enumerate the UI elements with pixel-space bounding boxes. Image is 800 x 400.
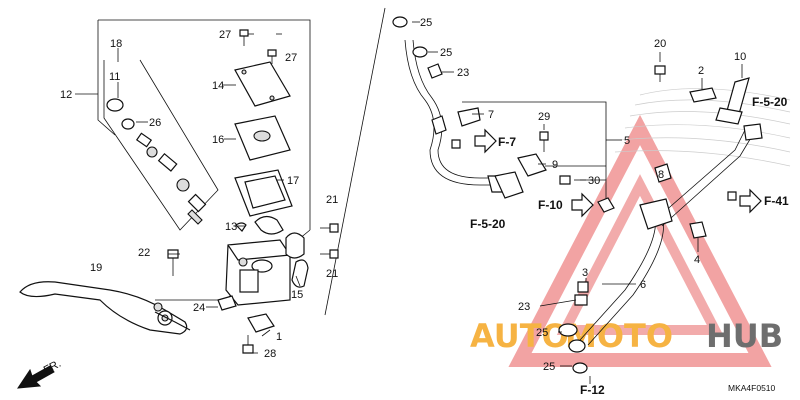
ref-f7: F-7 — [498, 135, 516, 149]
part-22: 22 — [138, 247, 150, 259]
part-14: 14 — [212, 80, 224, 92]
part-8: 8 — [658, 169, 664, 181]
part-27b: 27 — [285, 52, 297, 64]
front-label: FR. — [42, 358, 63, 377]
ref-f520-left: F-5-20 — [470, 217, 506, 231]
leader-lines — [75, 21, 743, 384]
watermark-auto: AUTO — [470, 317, 569, 355]
ref-f41: F-41 — [764, 194, 789, 208]
part-26: 26 — [149, 117, 161, 129]
watermark-hub: HUB — [706, 317, 783, 355]
part-11: 11 — [109, 71, 120, 83]
piston-assembly — [106, 98, 207, 225]
part-25b: 25 — [440, 47, 452, 59]
part-21b: 21 — [326, 268, 338, 280]
part-23b: 23 — [518, 301, 530, 313]
ref-f520-right: F-5-20 — [752, 95, 788, 109]
part-25c: 25 — [536, 327, 548, 339]
part-7: 7 — [488, 109, 494, 121]
part-labels: 12 18 11 26 27 27 14 16 17 13 21 21 22 1… — [42, 17, 789, 397]
part-23a: 23 — [457, 67, 469, 79]
part-29: 29 — [538, 111, 550, 123]
watermark: AUTO MOTO HUB — [470, 114, 783, 367]
part-5: 5 — [624, 135, 630, 147]
part-3: 3 — [582, 267, 588, 279]
small-fasteners-left — [167, 29, 339, 354]
part-24: 24 — [193, 302, 205, 314]
part-28: 28 — [264, 348, 276, 360]
part-12: 12 — [60, 89, 72, 101]
part-27a: 27 — [219, 29, 231, 41]
reservoir-parts — [234, 61, 293, 235]
part-17: 17 — [287, 175, 299, 187]
part-30: 30 — [588, 175, 600, 187]
part-9: 9 — [552, 159, 558, 171]
part-19: 19 — [90, 262, 102, 274]
front-arrow — [17, 365, 55, 389]
part-2: 2 — [698, 65, 704, 77]
master-cylinder-body — [225, 232, 309, 306]
part-6: 6 — [640, 279, 646, 291]
watermark-triangle — [508, 114, 772, 367]
ref-f12: F-12 — [580, 383, 605, 397]
ref-arrows — [474, 128, 762, 218]
part-13: 13 — [225, 221, 237, 233]
part-16: 16 — [212, 134, 224, 146]
diagram-code: MKA4F0510 — [728, 383, 776, 393]
brake-hose-upper — [392, 16, 571, 199]
part-15: 15 — [291, 289, 303, 301]
hose-bracket — [654, 65, 763, 201]
part-1: 1 — [276, 331, 282, 343]
brake-lever — [19, 281, 191, 335]
part-25d: 25 — [543, 361, 555, 373]
ref-f10: F-10 — [538, 198, 563, 212]
part-21a: 21 — [326, 194, 338, 206]
part-4: 4 — [694, 254, 700, 266]
part-20: 20 — [654, 38, 666, 50]
brake-hose-lower — [558, 129, 753, 374]
part-18: 18 — [110, 38, 122, 50]
part-10: 10 — [734, 51, 746, 63]
part-25a: 25 — [420, 17, 432, 29]
